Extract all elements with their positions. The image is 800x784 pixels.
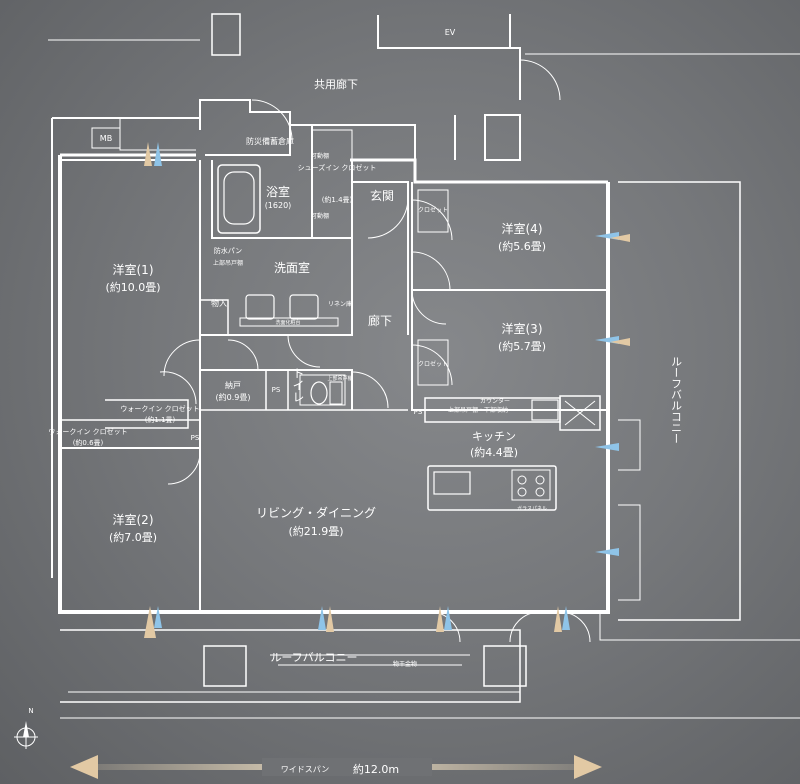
room3-size: (約5.7畳) (498, 339, 546, 353)
roof-balcony-bottom-label: ルーフバルコニー (270, 651, 357, 664)
compass-icon: N (14, 707, 38, 749)
vanity-label: 洗面化粧台 (275, 319, 300, 326)
drying-hardware-label: 物干金物 (393, 660, 417, 668)
nando-size: (約0.9畳) (216, 392, 251, 402)
room1-size: (約10.0畳) (105, 280, 160, 294)
common-corridor-label: 共用廊下 (314, 77, 358, 91)
ps-label-2: PS (191, 434, 200, 442)
room4-size: (約5.6畳) (498, 239, 546, 253)
ps-label-1: PS (272, 386, 281, 394)
interior-walls (60, 125, 608, 612)
room4-label: 洋室(4) (502, 221, 543, 236)
ventilation-arrows (144, 142, 630, 638)
storage-label: 防災備蓄倉庫 (246, 136, 294, 146)
wide-span-arrow: ワイドスパン 約12.0m (70, 755, 602, 779)
bathroom-label: 浴室 (266, 184, 290, 199)
room3-label: 洋室(3) (502, 321, 543, 336)
kitchen-size: (約4.4畳) (470, 445, 518, 459)
living-dining-label: リビング・ダイニング (256, 505, 376, 520)
walk-in-closet-1-size: (約1.1畳) (145, 415, 176, 424)
toilet-cabinet-label: 上部吊戸棚 (327, 375, 352, 382)
genkan-label: 玄関 (370, 188, 394, 203)
washroom-label: 洗面室 (274, 260, 310, 275)
door-swings (159, 59, 591, 643)
shelf-label-2: 可動棚 (311, 212, 329, 220)
north-label: N (28, 707, 33, 715)
storage-small-label: 物入 (211, 298, 227, 308)
upper-cabinet-label: 上部吊戸棚 (213, 259, 243, 267)
shoes-closet-size: (約1.4畳) (322, 195, 353, 204)
toilet-label: トイレ (291, 367, 305, 403)
linen-label: リネン庫 (328, 300, 352, 308)
roof-balcony-bottom (60, 612, 800, 719)
outer-walls (48, 13, 800, 614)
room2-size: (約7.0畳) (109, 530, 157, 544)
room2-label: 洋室(2) (113, 512, 154, 527)
kitchen-fixtures (424, 395, 601, 511)
counter-label: カウンター (480, 397, 510, 405)
mb-label: MB (100, 134, 112, 143)
wide-span-value: 約12.0m (353, 762, 399, 776)
glass-panel-label: ガラスパネル (517, 505, 547, 512)
nando-label: 納戸 (225, 380, 241, 390)
roof-balcony-side-label: ルーフバルコニー (670, 356, 683, 444)
walk-in-closet-2-label: ウォークイン クロゼット (48, 427, 127, 436)
waterproof-pan-label: 防水パン (214, 246, 242, 255)
shoes-closet-label: シューズイン クロゼット (298, 163, 377, 172)
bath-fixtures (217, 164, 343, 405)
room-labels: EV 共用廊下 MB 防災備蓄倉庫 シューズイン クロゼット (約1.4畳) 可… (48, 28, 682, 668)
room1-label: 洋室(1) (113, 262, 154, 277)
closet-label-b: クロゼット (418, 360, 448, 368)
ps-label-3: PS (414, 408, 423, 416)
bathroom-size: (1620) (265, 201, 292, 210)
closet-label-a: クロゼット (418, 206, 448, 214)
roof-balcony-right (618, 181, 741, 621)
walk-in-closet-2-size: (約0.6畳) (73, 438, 104, 447)
wide-span-label: ワイドスパン (281, 765, 329, 774)
hallway-label: 廊下 (368, 313, 392, 328)
living-dining-size: (約21.9畳) (288, 524, 343, 538)
kitchen-label: キッチン (472, 430, 516, 443)
walk-in-closet-1-label: ウォークイン クロゼット (120, 404, 199, 413)
counter-detail-label: 上部吊戸棚・下部収納 (448, 406, 508, 414)
shelf-label-1: 可動棚 (311, 152, 329, 160)
ev-label: EV (445, 28, 456, 37)
